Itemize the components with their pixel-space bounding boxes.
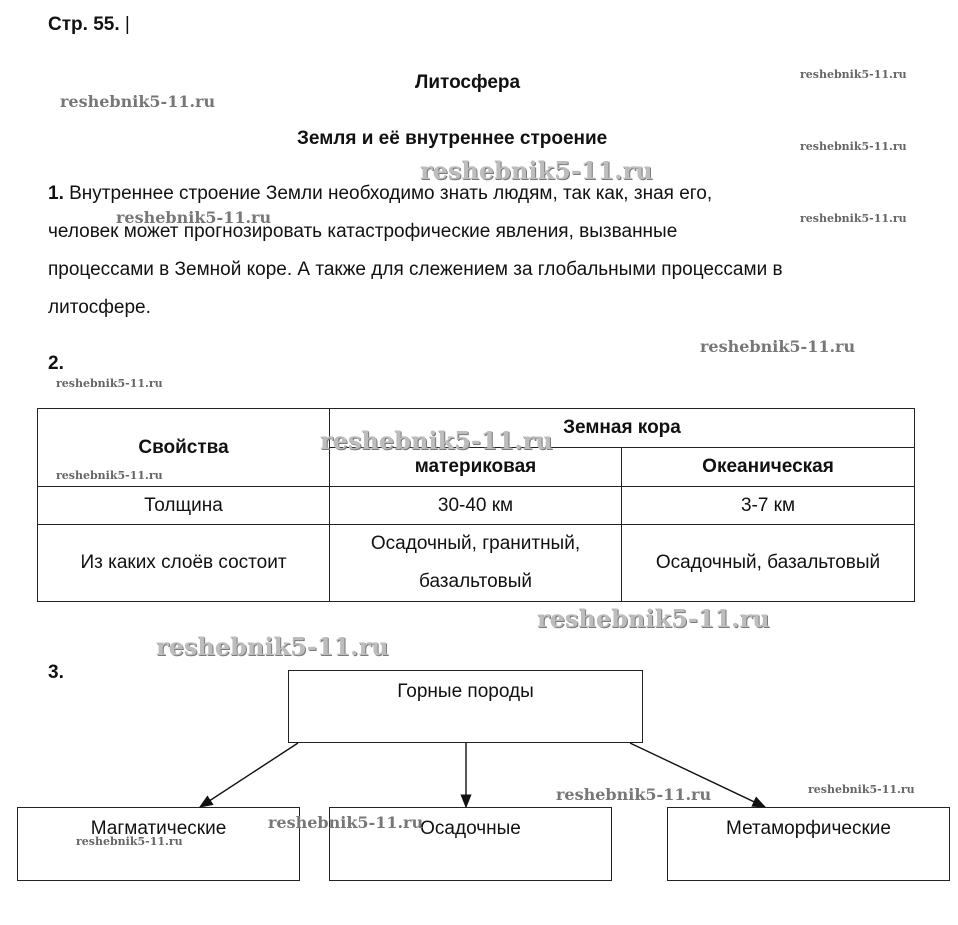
question-2-number: 2. — [48, 353, 64, 374]
table-row: Из каких слоёв состоит Осадочный, гранит… — [37, 524, 915, 602]
question-3-number: 3. — [48, 662, 64, 683]
answer-1-line-1: Внутреннее строение Земли необходимо зна… — [63, 183, 713, 204]
sedimentary-label: Осадочные — [420, 818, 521, 839]
header-earth-crust: Земная кора — [329, 408, 915, 448]
diagram-node-metamorphic: Метаморфические — [667, 807, 950, 881]
diagram-node-sedimentary: Осадочные — [329, 807, 612, 881]
header-properties: Свойства — [37, 408, 330, 487]
cell-thickness-label: Толщина — [37, 486, 330, 525]
header-oceanic: Океаническая — [621, 447, 915, 487]
header-continental: материковая — [329, 447, 622, 487]
cell-layers-label: Из каких слоёв состоит — [37, 524, 330, 602]
cell-layers-oceanic: Осадочный, базальтовый — [621, 524, 915, 602]
answer-1: 1. Внутреннее строение Земли необходимо … — [48, 175, 928, 327]
answer-1-line-3: процессами в Земной коре. А также для сл… — [48, 259, 783, 280]
cell-thickness-continental: 30-40 км — [329, 486, 622, 525]
metamorphic-label: Метаморфические — [726, 818, 891, 839]
arrow-to-igneous — [198, 742, 299, 808]
igneous-label: Магматические — [90, 818, 227, 839]
cell-layers-continental: Осадочный, гранитный, базальтовый — [329, 524, 622, 602]
cell-layers-continental-line-1: Осадочный, гранитный, — [370, 533, 581, 554]
answer-1-line-2: человек может прогнозировать катастрофич… — [48, 221, 678, 242]
diagram-root-rocks: Горные породы — [288, 670, 643, 743]
section-title: Литосфера — [415, 72, 521, 93]
topic-title: Земля и её внутреннее строение — [297, 128, 608, 149]
text-cursor: | — [124, 14, 130, 35]
question-1-number: 1. — [48, 183, 64, 204]
crust-properties-table: Свойства Земная кора материковая Океанич… — [37, 408, 915, 602]
page-label: Стр. 55. — [48, 14, 125, 35]
answer-1-line-4: литосфере. — [48, 297, 151, 318]
arrow-to-metamorphic — [629, 742, 767, 808]
table-row: Толщина 30-40 км 3-7 км — [37, 486, 915, 525]
page-number: Стр. 55. | — [48, 14, 130, 36]
cell-layers-continental-line-2: базальтовый — [419, 571, 532, 592]
diagram-node-igneous: Магматические — [17, 807, 300, 881]
root-label: Горные породы — [397, 681, 534, 702]
